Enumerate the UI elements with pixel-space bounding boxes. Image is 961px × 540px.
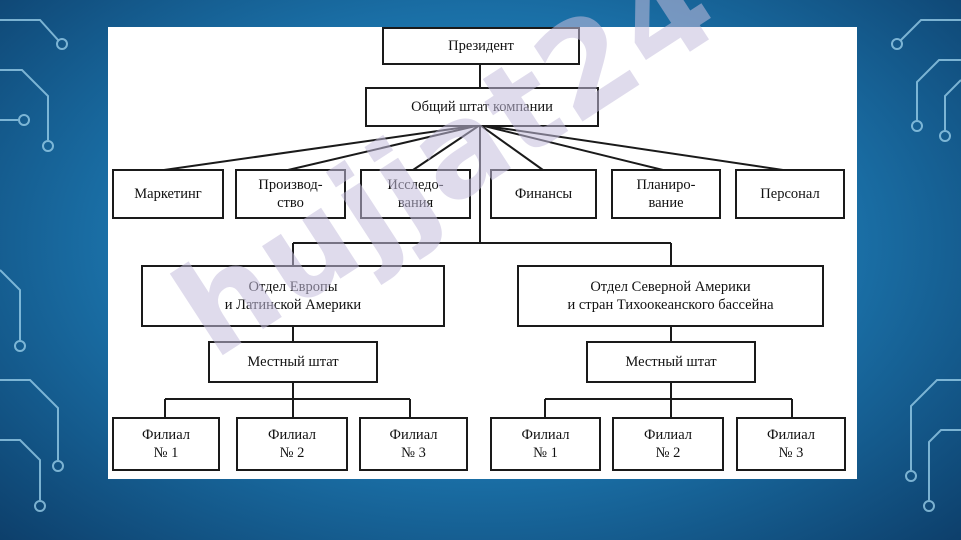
region-north-america-pacific: Отдел Северной Америки и стран Тихоокеан… — [517, 265, 824, 327]
circuit-decoration-right — [891, 19, 961, 512]
branch-right-3: Филиал № 3 — [736, 417, 846, 471]
connector-lines — [163, 63, 793, 418]
local-staff-left: Местный штат — [208, 341, 378, 383]
branch-right-2: Филиал № 2 — [612, 417, 724, 471]
department-finance: Финансы — [490, 169, 597, 219]
branch-right-1: Филиал № 1 — [490, 417, 601, 471]
branch-left-1: Филиал № 1 — [112, 417, 220, 471]
region-europe-latam: Отдел Европы и Латинской Америки — [141, 265, 445, 327]
local-staff-right: Местный штат — [586, 341, 756, 383]
department-personnel: Персонал — [735, 169, 845, 219]
branch-left-2: Филиал № 2 — [236, 417, 348, 471]
department-production: Производ- ство — [235, 169, 346, 219]
department-research: Исследо- вания — [360, 169, 471, 219]
department-planning: Планиро- вание — [611, 169, 721, 219]
general-staff-box: Общий штат компании — [365, 87, 599, 127]
circuit-decoration-left — [0, 19, 68, 512]
department-marketing: Маркетинг — [112, 169, 224, 219]
president-box: Президент — [382, 27, 580, 65]
branch-left-3: Филиал № 3 — [359, 417, 468, 471]
org-chart-panel: Президент Общий штат компании Маркетинг … — [108, 27, 857, 479]
